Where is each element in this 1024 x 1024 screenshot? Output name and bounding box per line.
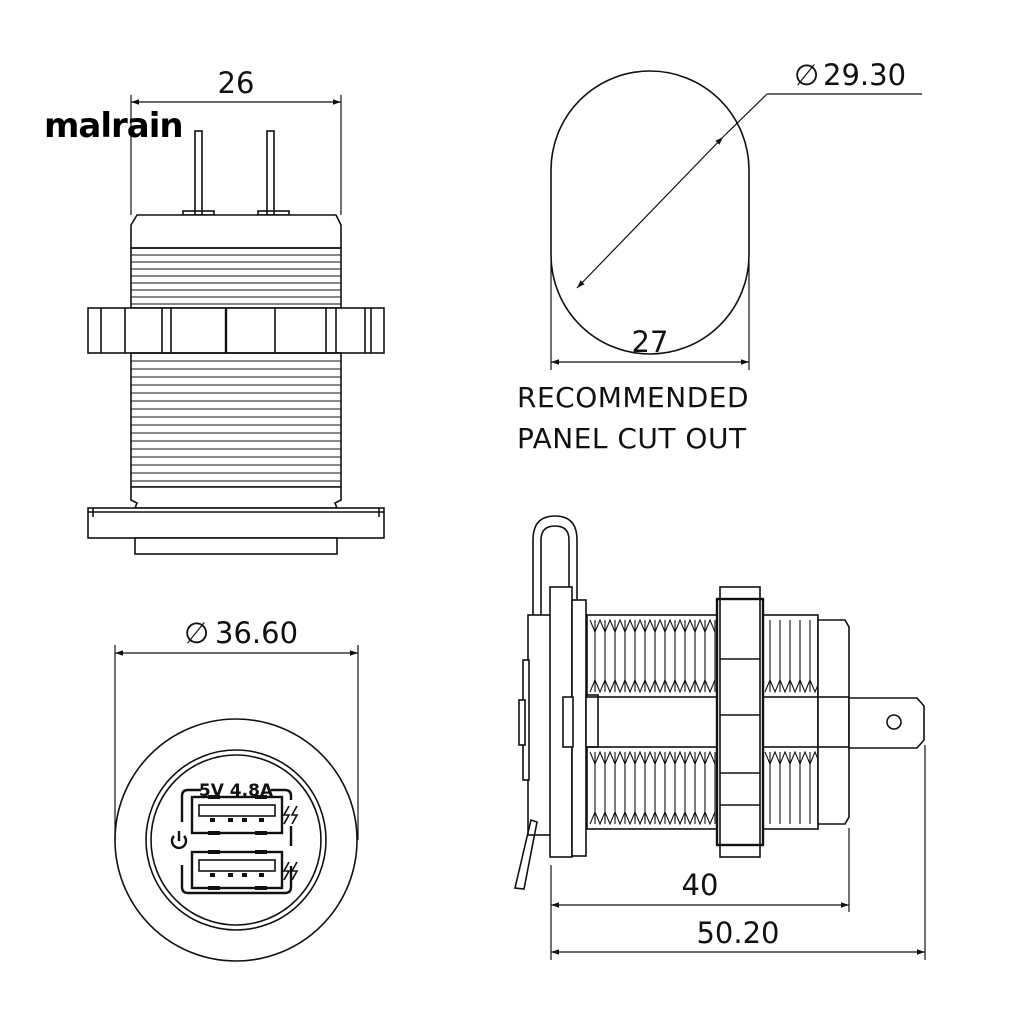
dim-overall-length-50-20: 50.20 (696, 916, 779, 950)
dim-cutout-width-27: 27 (632, 325, 669, 359)
note-panel-cut-out: PANEL CUT OUT (517, 422, 747, 455)
thread-lines-upper (130, 247, 342, 309)
thread-rear-upper (762, 614, 821, 698)
usb-port-2 (190, 850, 284, 890)
front-view (114, 645, 359, 962)
power-icon (170, 831, 188, 850)
top-view (87, 95, 385, 555)
dim-width-26: 26 (218, 66, 255, 100)
panel-cutout-view (550, 70, 922, 370)
fast-charge-icon (282, 861, 299, 881)
side-view (514, 515, 926, 960)
thread-lower (586, 746, 718, 830)
usb-port-1 (190, 795, 284, 835)
dim-body-length-40: 40 (682, 868, 719, 902)
thread-upper (586, 614, 718, 698)
hex-nut-side (715, 586, 765, 858)
thread-rear-lower (762, 746, 821, 830)
note-recommended: RECOMMENDED (517, 381, 749, 414)
diameter-symbol-cutout: ∅ (794, 58, 819, 92)
fast-charge-icon (282, 805, 299, 825)
dim-diameter-29-30: 29.30 (823, 58, 906, 92)
diameter-symbol-front: ∅ (184, 616, 209, 650)
brand-watermark: malrain (44, 106, 183, 146)
rating-label: 5V 4.8A (199, 781, 274, 801)
thread-lines-lower (130, 352, 342, 488)
hex-nut (87, 307, 385, 354)
dim-diameter-36-60: 36.60 (215, 616, 298, 650)
